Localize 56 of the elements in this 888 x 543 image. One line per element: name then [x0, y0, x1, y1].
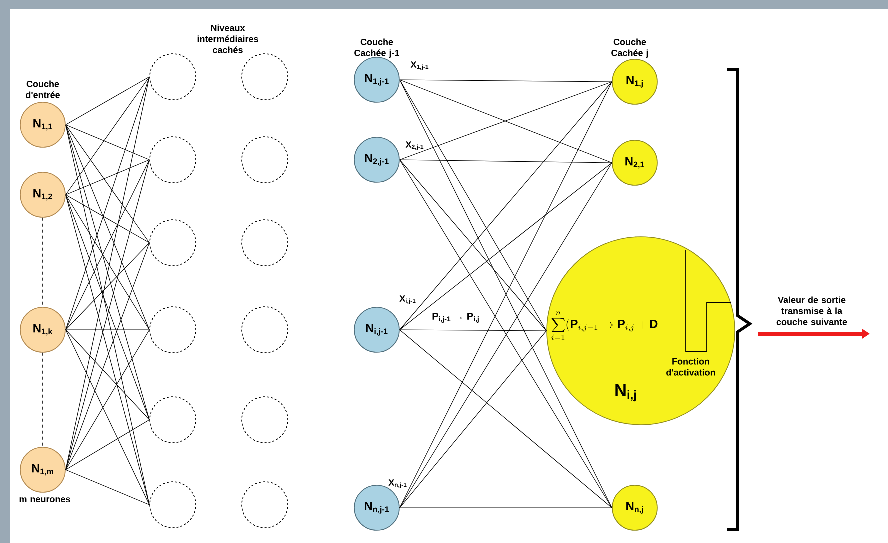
edge-label: P$_{i,j-1}$ → P$_{i,j}$	[431, 312, 481, 324]
hidden-neuron	[150, 54, 196, 100]
connection-line	[66, 330, 150, 420]
hidden-neuron	[242, 306, 288, 354]
connection-line	[400, 330, 547, 332]
hidden-neuron	[150, 220, 196, 266]
activation-caption: Fonction d'activation	[666, 358, 716, 376]
hidden-neuron	[242, 396, 288, 444]
connection-line	[66, 470, 150, 506]
connection-line	[66, 76, 150, 196]
connection-line	[66, 330, 150, 470]
hidden-neuron	[242, 482, 288, 528]
sum-formula: $\sum_{i=1}^{n} (\mathbf{P}_{i,j-1} \rightarrow \mathbf{P}_{i,j} + \mathbf{D}$	[552, 312, 658, 340]
connection-line	[400, 160, 612, 164]
layer-heading: Valeur de sortie transmise à la couche suivante	[776, 296, 848, 326]
connection-line	[66, 76, 150, 470]
weight-label: X$_{i,j-1}$	[400, 296, 416, 304]
connection-line	[66, 160, 150, 330]
connection-line	[66, 194, 150, 420]
connection-line	[400, 82, 612, 330]
connection-line	[66, 124, 150, 244]
hidden-neuron	[150, 136, 196, 184]
connection-line	[400, 330, 547, 508]
hidden-neuron	[242, 54, 288, 100]
connection-line	[400, 80, 612, 82]
connection-line	[66, 76, 150, 330]
connection-line	[400, 80, 547, 332]
connection-line	[66, 160, 150, 470]
hidden-neuron	[150, 482, 196, 528]
connection-line	[66, 242, 150, 470]
layer-heading: Couche Cachée j-1	[354, 38, 400, 58]
connection-line	[66, 160, 150, 196]
connection-line	[42, 352, 44, 448]
connection-line	[66, 420, 150, 470]
connection-line	[66, 194, 150, 506]
weight-label: X$_{1,j-1}$	[410, 62, 429, 70]
connection-line	[400, 160, 547, 332]
connection-line	[66, 124, 150, 330]
layer-heading: Niveaux intermédiaires cachés	[198, 24, 258, 54]
connection-line	[66, 242, 150, 330]
hidden-neuron	[150, 396, 196, 444]
hidden-neuron	[242, 136, 288, 184]
connection-line	[66, 124, 150, 160]
connection-line	[400, 162, 612, 330]
connection-line	[66, 194, 150, 330]
connection-line	[66, 124, 150, 420]
neuron-label: N$_{i,j}$	[616, 384, 636, 402]
connection-line	[400, 330, 612, 508]
connection-line	[66, 194, 150, 244]
hidden-neuron	[150, 306, 196, 354]
weight-label: X$_{2,j-1}$	[406, 142, 424, 150]
connection-line	[42, 218, 44, 308]
connection-line	[66, 330, 150, 506]
connection-line	[66, 76, 150, 126]
hidden-neuron	[242, 220, 288, 266]
connection-line	[66, 124, 150, 506]
